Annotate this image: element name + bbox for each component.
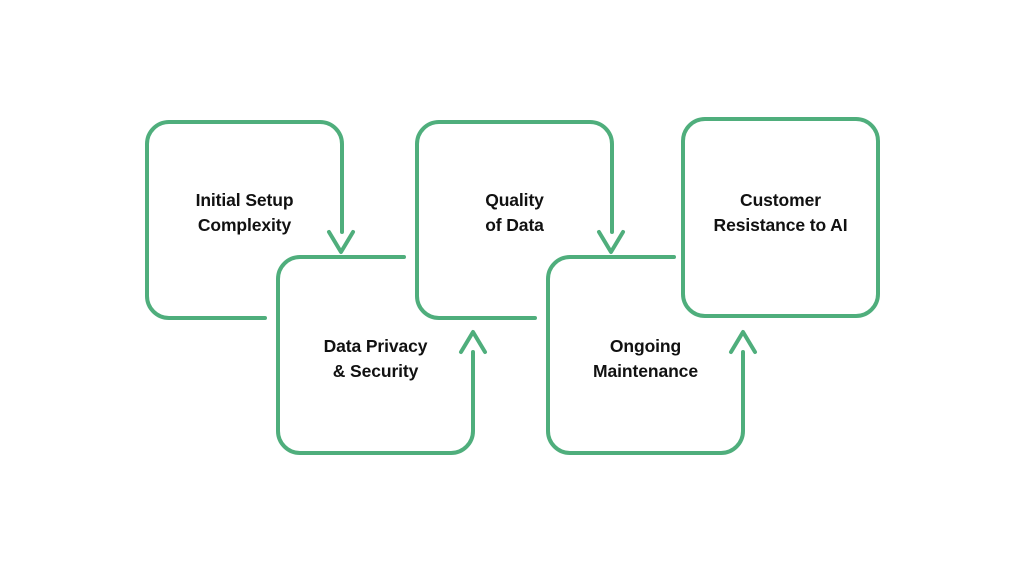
node-3-outline <box>415 120 614 320</box>
node-5-customer-resistance-to-ai[interactable] <box>683 119 878 316</box>
connector-1-2-arrowhead <box>327 230 355 254</box>
node-5-outline <box>681 117 880 318</box>
node-2-outline <box>276 255 475 455</box>
node-1-outline <box>145 120 344 320</box>
connector-3-4-arrowhead <box>597 230 625 254</box>
connector-2-3-arrowhead <box>459 330 487 354</box>
connector-4-5-arrowhead <box>729 330 757 354</box>
node-4-outline <box>546 255 745 455</box>
